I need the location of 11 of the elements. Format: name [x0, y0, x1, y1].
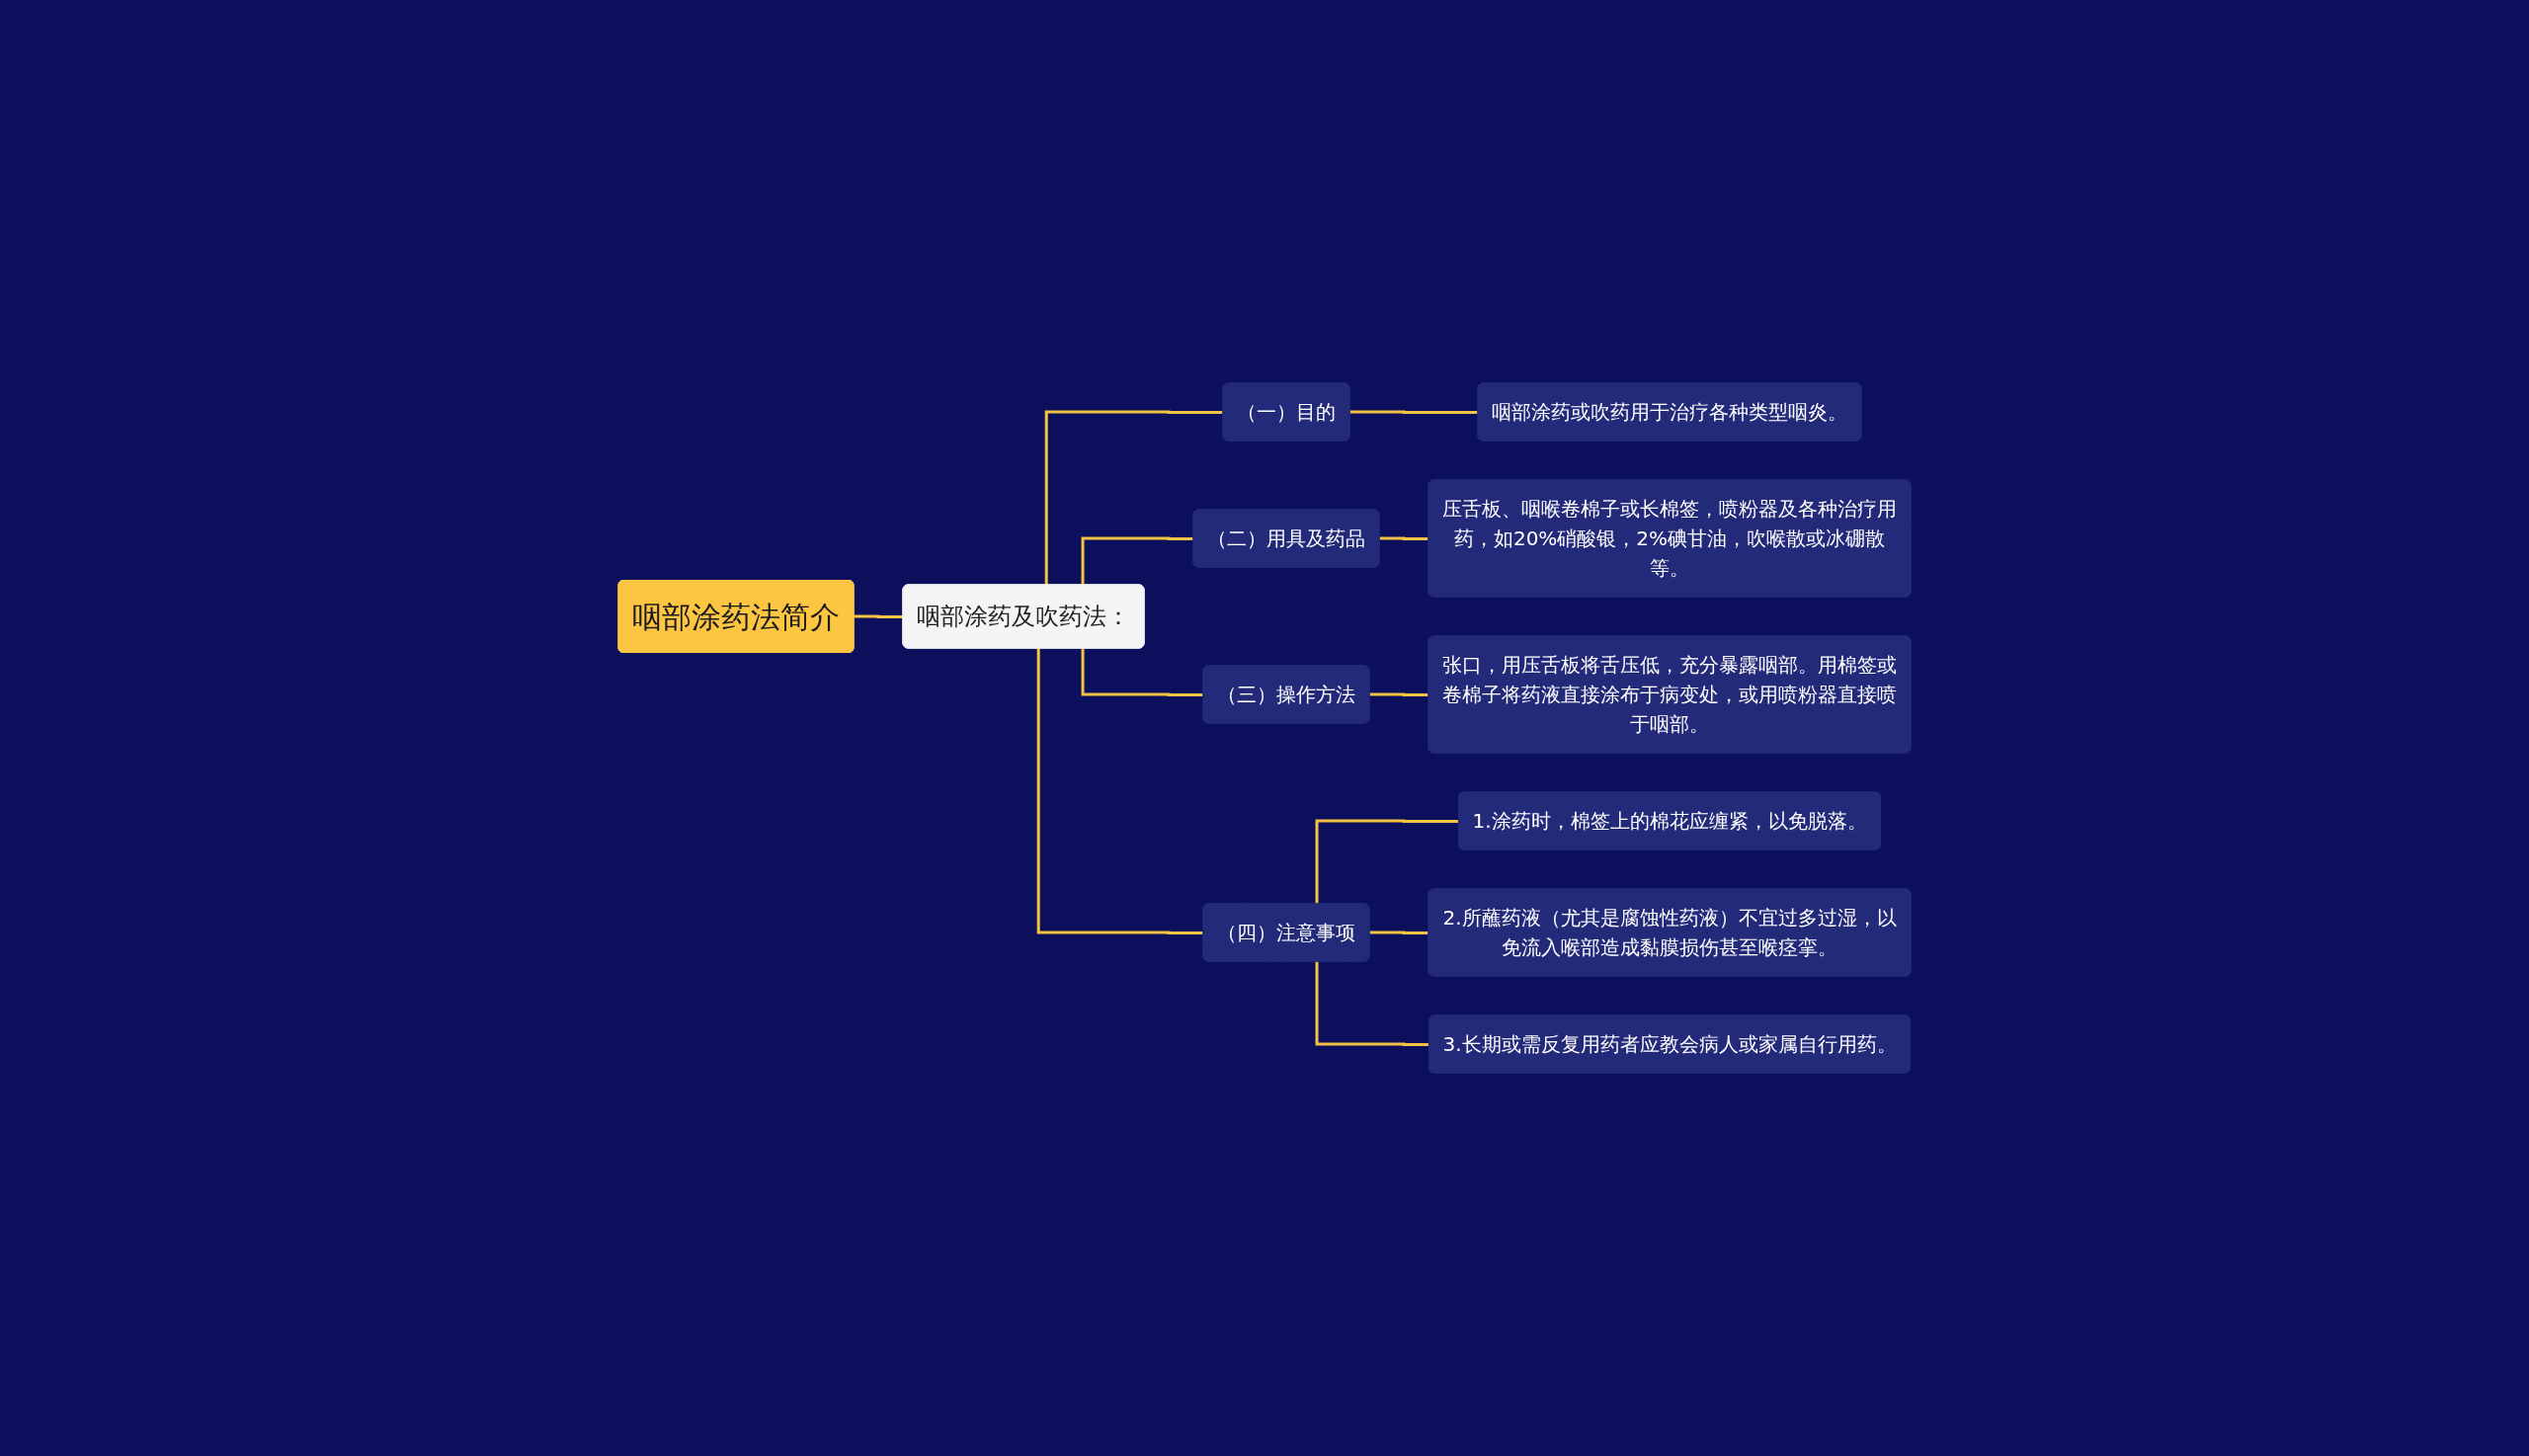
- connector: [1081, 536, 1194, 586]
- connector: [1348, 410, 1479, 414]
- connector: [1044, 410, 1224, 586]
- connector: [1368, 692, 1429, 696]
- connector: [1081, 648, 1204, 696]
- connector: [853, 614, 904, 618]
- connector: [1036, 648, 1204, 934]
- connector: [1315, 961, 1429, 1046]
- connector: [1378, 536, 1429, 540]
- connector: [1315, 819, 1459, 905]
- connector: [1368, 930, 1429, 934]
